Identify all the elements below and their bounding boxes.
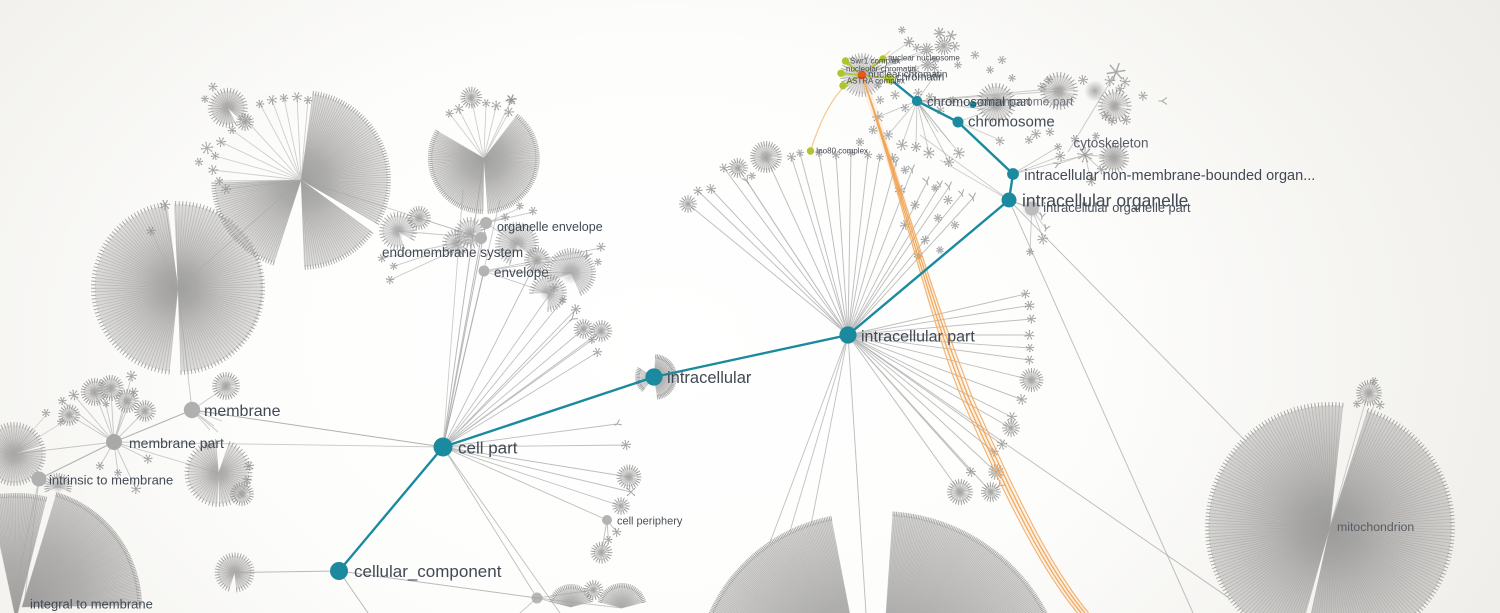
- svg-text:cytoskeleton: cytoskeleton: [1074, 136, 1149, 151]
- svg-text:intrinsic to membrane: intrinsic to membrane: [49, 473, 173, 488]
- svg-text:cell periphery: cell periphery: [617, 516, 683, 528]
- svg-text:intracellular part: intracellular part: [861, 329, 975, 346]
- svg-text:nuclear chromatin: nuclear chromatin: [868, 70, 947, 81]
- svg-text:cell part: cell part: [458, 439, 518, 458]
- svg-text:chromosome part: chromosome part: [980, 95, 1074, 109]
- svg-text:membrane: membrane: [204, 403, 281, 420]
- svg-text:chromosomal part: chromosomal part: [927, 94, 1031, 109]
- svg-text:intracellular organelle part: intracellular organelle part: [1043, 200, 1191, 215]
- svg-text:mitochondrion: mitochondrion: [1337, 520, 1414, 534]
- svg-text:membrane part: membrane part: [129, 435, 224, 451]
- svg-text:chromosome: chromosome: [968, 114, 1055, 131]
- svg-text:organelle envelope: organelle envelope: [497, 220, 603, 234]
- svg-text:Ino80 complex: Ino80 complex: [816, 147, 868, 156]
- svg-text:endomembrane system: endomembrane system: [382, 245, 523, 260]
- svg-text:Swr1 complex: Swr1 complex: [850, 57, 900, 66]
- svg-text:intracellular organelle: intracellular organelle: [1022, 191, 1188, 211]
- svg-text:integral to membrane: integral to membrane: [30, 597, 153, 612]
- svg-text:ASTRA complex: ASTRA complex: [847, 77, 905, 86]
- svg-text:nuclear nucleosome: nuclear nucleosome: [888, 54, 960, 63]
- svg-text:intracellular non-membrane-bou: intracellular non-membrane-bounded organ…: [1024, 168, 1315, 184]
- svg-text:cellular_component: cellular_component: [354, 562, 502, 581]
- svg-text:chromatin: chromatin: [896, 72, 944, 84]
- svg-text:nucleolar chromatin: nucleolar chromatin: [846, 65, 916, 74]
- svg-text:envelope: envelope: [494, 265, 549, 280]
- svg-text:intracellular: intracellular: [667, 369, 752, 387]
